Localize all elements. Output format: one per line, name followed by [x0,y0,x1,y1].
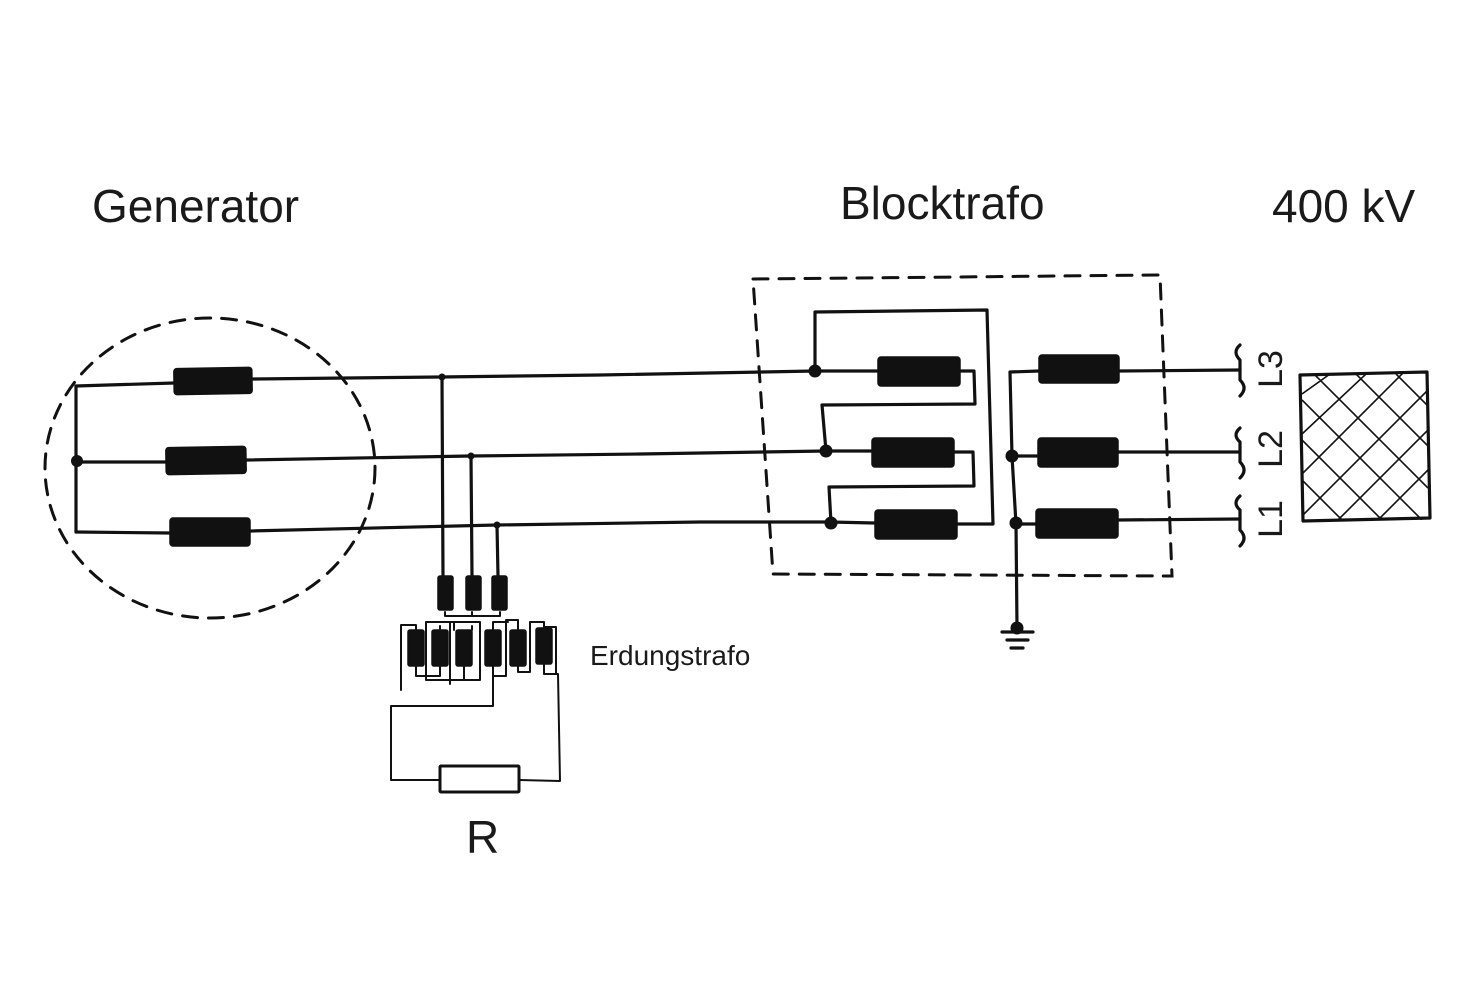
grid-400kv-symbol [1298,370,1432,523]
star-junction-bot [1009,516,1023,530]
generator-housing [43,316,377,620]
resistor-loop [390,673,561,782]
phase-label-L3: L3 [1251,350,1290,388]
generator-lead-top [74,381,176,388]
star-junction-mid [1005,449,1019,463]
line-end-L2 [1234,426,1246,480]
blocktrafo-secondary-top [1038,354,1120,384]
blocktrafo-housing [751,273,1174,578]
resistor-R [438,764,521,794]
blocktrafo-primary-bot [874,509,958,540]
earth-ground-icon [1000,630,1035,650]
erdungstrafo-secondary-1 [407,629,425,667]
erdungstrafo-primary-3 [491,575,508,611]
line-end-L1 [1234,494,1246,548]
erdungstrafo-primary-star [444,611,501,617]
erdungstrafo-secondary-4 [484,629,502,667]
blocktrafo-primary-mid [871,437,955,468]
blocktrafo-label: Blocktrafo [840,177,1045,229]
blocktrafo-primary-top [877,356,961,387]
phase-label-L1: L1 [1251,500,1290,538]
generator-winding-mid [165,445,247,476]
erdungstrafo-label: Erdungstrafo [590,640,751,671]
erdungstrafo-secondary-6 [535,627,553,665]
erdungstrafo-primary-2 [465,575,482,611]
resistor-label: R [466,811,500,863]
line-end-L3 [1234,343,1246,398]
phase-label-L2: L2 [1251,430,1290,468]
phase-line-top [250,369,880,381]
erdungstrafo-secondary-5 [509,629,527,667]
blocktrafo-delta-wiring [813,308,995,526]
generator-label: Generator [92,180,300,232]
output-line-L1 [1116,517,1242,522]
delta-junction-bot [824,516,838,530]
tap-line-3 [495,523,500,578]
blocktrafo-secondary-mid [1037,437,1119,468]
generator-winding-top [173,366,253,396]
erdungstrafo-primary-1 [437,575,454,611]
output-line-L3 [1117,368,1242,373]
delta-junction-mid [819,444,833,458]
generator-winding-bot [169,517,251,547]
phase-line-mid [244,449,874,462]
tap-line-2 [469,454,474,578]
erdungstrafo-secondary-2 [431,629,449,667]
tap-line-1 [440,375,445,578]
phase-line-bot [248,520,876,533]
generator-lead-bot [74,530,172,535]
delta-junction-top [808,364,822,378]
erdungstrafo-secondary-3 [455,629,473,667]
generator-star-point [71,455,83,467]
blocktrafo-star-bus [1008,369,1041,630]
voltage-label: 400 kV [1272,180,1416,232]
blocktrafo-secondary-bot [1035,508,1119,539]
